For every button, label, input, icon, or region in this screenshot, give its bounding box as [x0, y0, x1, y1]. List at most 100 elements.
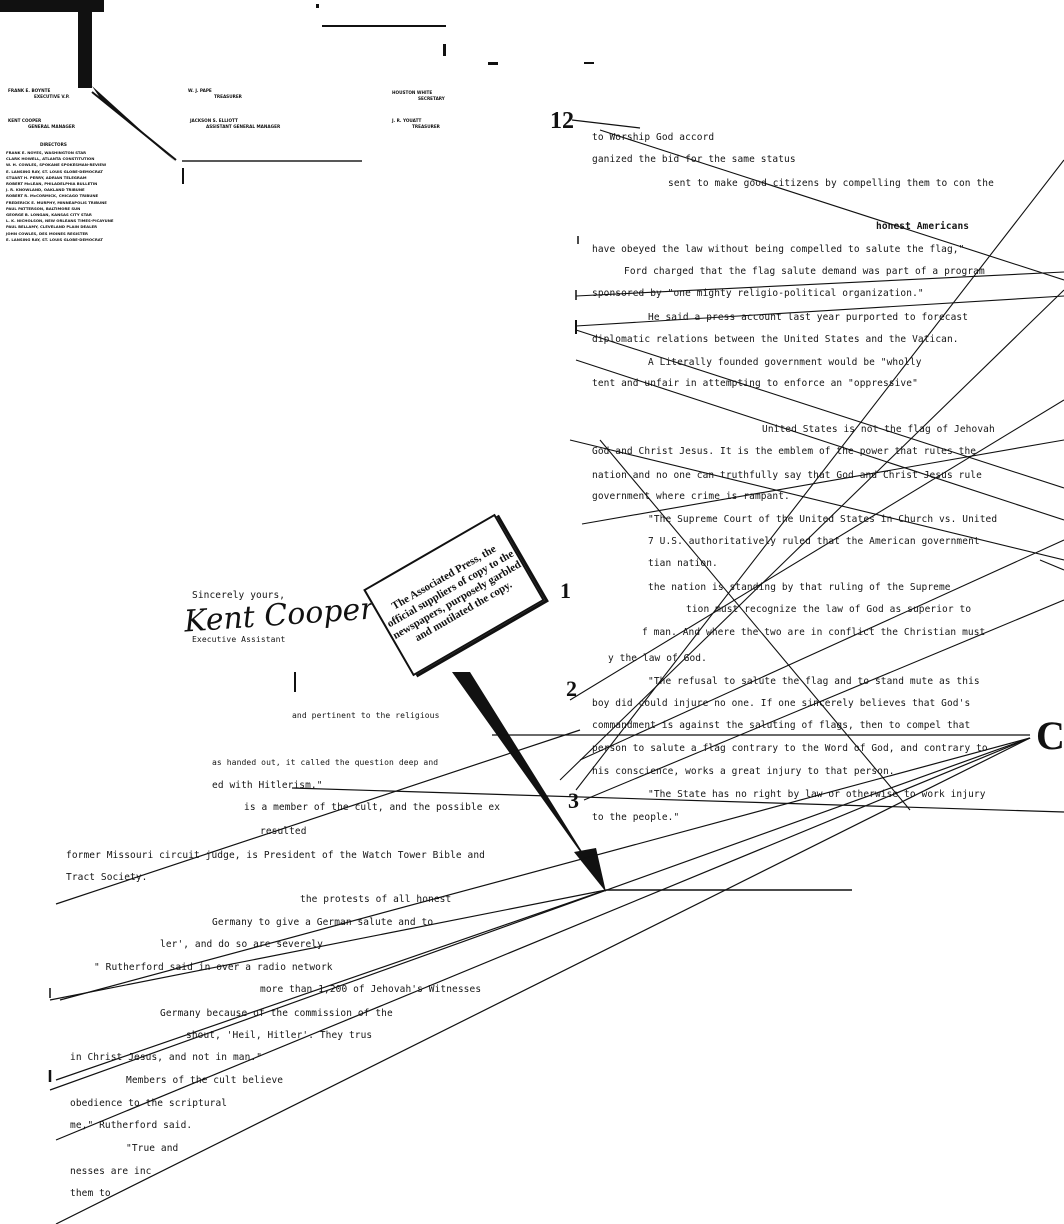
right-line-18: tian nation.	[648, 558, 718, 569]
director-entry: PAUL BELLAMY, CLEVELAND PLAIN DEALER	[6, 224, 98, 230]
director-entry: GEORGE B. LONGAN, KANSAS CITY STAR	[6, 212, 92, 218]
director-entry: ROBERT R. McCORMICK, CHICAGO TRIBUNE	[6, 193, 99, 199]
cross-9	[569, 399, 1064, 701]
top-dash-3	[443, 44, 446, 56]
cross-8	[575, 159, 1064, 791]
c-line-3	[55, 737, 1031, 1141]
right-line-29: to the people."	[592, 812, 680, 823]
left-line-19: them to	[70, 1188, 111, 1199]
right-line-22: y the law of God.	[608, 653, 707, 664]
arrow-head-top-left	[92, 86, 176, 162]
right-line-9: diplomatic relations between the United …	[592, 334, 959, 345]
left-line-16: me," Rutherford said.	[70, 1120, 193, 1131]
left-line-4: former Missouri circuit judge, is Presid…	[66, 850, 486, 861]
mid-fragment-2: as handed out, it called the question de…	[212, 758, 439, 767]
left-line-15: obedience to the scriptural	[70, 1098, 228, 1109]
cross-3	[575, 295, 1064, 327]
marker-12: 12	[550, 108, 574, 134]
left-line-14: Members of the cult believe	[126, 1075, 284, 1086]
right-line-8: He said a press account last year purpor…	[648, 312, 969, 323]
director-entry: E. LANSING RAY, ST. LOUIS GLOBE-DEMOCRAT	[6, 236, 104, 242]
c-line-1	[59, 737, 1031, 1001]
left-line-12: shout, 'Heil, Hitler'. They trus	[186, 1030, 373, 1041]
c-line-7	[55, 729, 581, 905]
cross-12	[599, 439, 911, 811]
right-line-17: 7 U.S. authoritatively ruled that the Am…	[648, 536, 980, 547]
left-line-3: resulted	[260, 826, 307, 837]
left-line-6: the protests of all honest	[300, 894, 452, 905]
right-line-24: boy did could injure no one. If one sinc…	[592, 698, 971, 709]
director-entry: L. K. NICHOLSON, NEW ORLEANS TIMES-PICAY…	[6, 218, 114, 224]
right-line-13: God and Christ Jesus. It is the emblem o…	[592, 446, 977, 457]
top-dash-1	[316, 4, 319, 8]
c-line-2	[49, 737, 1031, 1091]
c-line-4	[55, 737, 1031, 1224]
underline-12	[571, 119, 641, 129]
cross-4	[575, 329, 1064, 489]
cross-6	[569, 439, 1064, 561]
cross-2	[575, 271, 1064, 297]
director-entry: E. LANSING RAY, ST. LOUIS GLOBE-DEMOCRAT	[6, 168, 104, 174]
right-line-3: sent to make good citizens by compelling…	[668, 178, 994, 189]
top-left-vertical-bar	[78, 8, 92, 88]
closing-title: Executive Assistant	[192, 635, 286, 644]
left-dash-2	[182, 168, 184, 184]
right-line-23: "The refusal to salute the flag and to s…	[648, 676, 980, 687]
marker-c: C	[1036, 713, 1064, 758]
director-entry: CLARK HOWELL, ATLANTA CONSTITUTION	[6, 156, 95, 162]
left-line-18: nesses are inc	[70, 1166, 152, 1177]
c-line-6	[49, 889, 607, 1001]
cross-13	[1039, 559, 1064, 571]
top-dash-5	[584, 62, 594, 64]
left-line-5: Tract Society.	[66, 872, 148, 883]
left-line-8: ler', and do so are severely	[160, 939, 323, 950]
cross-5	[575, 359, 1064, 521]
left-dash-1	[182, 160, 362, 162]
right-line-12: United States is not the flag of Jehovah	[762, 424, 995, 435]
left-line-13: in Christ Jesus, and not in man."	[70, 1052, 263, 1063]
right-line-28: "The State has no right by law or otherw…	[648, 789, 986, 800]
right-line-25: commandment is against the saluting of f…	[592, 720, 971, 731]
mid-tick-1	[294, 672, 296, 692]
cross-11	[583, 599, 1064, 801]
cross-7	[581, 439, 1064, 525]
top-dash-2	[322, 25, 446, 27]
right-line-10: A Literally founded government would be …	[648, 357, 922, 368]
underline-mid-2	[291, 787, 1064, 813]
cross-1	[599, 129, 1064, 281]
director-entry: FRANK E. NOYES, WASHINGTON STAR	[6, 150, 87, 155]
right-line-5: have obeyed the law without being compel…	[592, 244, 965, 255]
director-entry: FREDERICK E. MURPHY, MINNEAPOLIS TRIBUNE	[6, 199, 107, 205]
left-line-7: Germany to give a German salute and to	[212, 917, 434, 928]
right-line-27: his conscience, works a great injury to …	[592, 766, 895, 777]
right-line-7: sponsored by "one mighty religio-politic…	[592, 288, 924, 299]
right-line-6: Ford charged that the flag salute demand…	[624, 266, 985, 277]
right-line-16: "The Supreme Court of the United States …	[648, 514, 998, 525]
right-line-15: government where crime is rampant.	[592, 491, 790, 502]
director-entry: J. R. KNOWLAND, OAKLAND TRIBUNE	[6, 187, 85, 193]
marker-3: 3	[568, 788, 579, 813]
right-line-21: f man. And where the two are in conflict…	[642, 627, 986, 638]
right-line-26: person to salute a flag contrary to the …	[592, 743, 988, 754]
c-line-5	[55, 889, 607, 1081]
marker-2: 2	[566, 676, 577, 701]
right-line-20: tion must recognize the law of God as su…	[686, 604, 972, 615]
left-line-2: is a member of the cult, and the possibl…	[244, 802, 501, 813]
right-line-1: to Worship God accord	[592, 132, 715, 143]
directors-heading: DIRECTORS	[40, 142, 67, 147]
left-line-11: Germany because of the commission of the	[160, 1008, 393, 1019]
director-entry: W. H. COWLES, SPOKANE SPOKESMAN-REVIEW	[6, 162, 107, 168]
right-line-4: honest Americans	[876, 221, 970, 232]
closing-text: Sincerely yours,	[192, 590, 286, 601]
director-entry: ROBERT McLEAN, PHILADELPHIA BULLETIN	[6, 181, 98, 187]
tag-pointer-head	[574, 848, 606, 892]
right-line-11: tent and unfair in attempting to enforce…	[592, 378, 918, 389]
